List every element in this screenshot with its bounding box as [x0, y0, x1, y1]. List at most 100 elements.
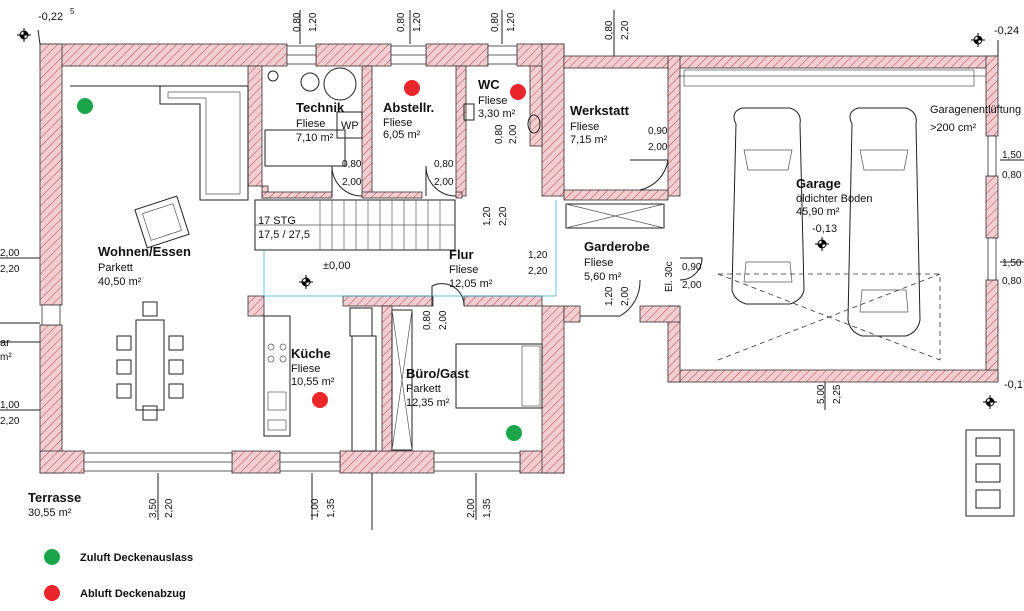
room-floor-abstell: Fliese — [383, 117, 412, 129]
room-floor-kueche: Fliese — [291, 363, 320, 375]
dim-gar-b: 2,00 — [682, 280, 702, 291]
exhaust-dot-wc — [510, 84, 526, 100]
dim-tech-a: 0,80 — [342, 159, 362, 170]
garage-vent-area: >200 cm² — [930, 122, 976, 134]
dim-flur2-b: 2,20 — [528, 266, 548, 277]
dim-top2a: 0,80 — [396, 12, 407, 32]
dim-abst-a: 0,80 — [434, 159, 454, 170]
doors — [331, 159, 703, 317]
dim-gard-a: 1,20 — [604, 286, 615, 306]
dim-bot1a: 3,50 — [148, 498, 159, 518]
level-marker-top-left — [17, 28, 31, 42]
dimension-labels: 0,80 1,20 0,80 1,20 0,80 1,20 0,80 2,20 … — [0, 12, 1022, 518]
room-area-technik: 7,10 m² — [296, 132, 334, 144]
dim-flur-a: 1,20 — [482, 206, 493, 226]
level-marker-top-right — [971, 33, 985, 47]
supply-dot-buero — [506, 425, 522, 441]
dim-top1a: 0,80 — [292, 12, 303, 32]
legend-supply-dot — [44, 549, 60, 565]
dim-gard-b: 2,00 — [620, 286, 631, 306]
room-area-garderobe: 5,60 m² — [584, 271, 622, 283]
legend-exhaust-dot — [44, 585, 60, 601]
guide-lines — [0, 10, 1024, 530]
windows — [41, 45, 997, 472]
level-top-left: -0,22 — [38, 11, 63, 23]
dim-werk-b: 2,00 — [648, 142, 668, 153]
room-name-flur: Flur — [449, 247, 474, 262]
dim-kue-b: 2,00 — [438, 310, 449, 330]
level-marker-right — [983, 395, 997, 409]
stairs-ratio: 17,5 / 27,5 — [258, 229, 310, 241]
level-markers — [17, 28, 997, 409]
dim-left2b: 2,20 — [0, 416, 20, 427]
dim-left2a: 1,00 — [0, 400, 20, 411]
dim-bot2a: 1,00 — [310, 498, 321, 518]
level-top-right: -0,24 — [994, 25, 1019, 37]
room-tag-technik: WP — [341, 120, 359, 132]
dim-right1a: 1,50 — [1002, 150, 1022, 161]
dim-garage-a: 5,00 — [816, 384, 827, 404]
room-floor-wohnen: Parkett — [98, 262, 133, 274]
level-zero: ±0,00 — [323, 260, 350, 272]
room-name-kueche: Küche — [291, 346, 331, 361]
dim-wc-a: 0,80 — [494, 124, 505, 144]
level-garage: -0,13 — [812, 223, 837, 235]
dim-werk-a: 0,90 — [648, 126, 668, 137]
room-area-wc: 3,30 m² — [478, 108, 516, 120]
room-floor-werkstatt: Fliese — [570, 121, 599, 133]
level-marker-zero — [299, 275, 313, 289]
room-name-wc: WC — [478, 77, 500, 92]
dim-gard-e: El. 30c — [664, 261, 675, 292]
furniture — [70, 67, 1015, 517]
legend: Zuluft Deckenauslass Abluft Deckenabzug — [80, 552, 193, 600]
dim-top3b: 1,20 — [506, 12, 517, 32]
room-area-werkstatt: 7,15 m² — [570, 134, 608, 146]
room-labels: Wohnen/Essen Parkett 40,50 m² Technik Fl… — [0, 77, 1021, 519]
dim-top4a: 0,80 — [604, 20, 615, 40]
dim-flur-b: 2,20 — [498, 206, 509, 226]
dim-left1a: 2,00 — [0, 248, 20, 259]
room-area-kueche: 10,55 m² — [291, 376, 335, 388]
room-name-werkstatt: Werkstatt — [570, 103, 630, 118]
level-top-left-sup: 5 — [70, 7, 75, 16]
dim-top3a: 0,80 — [490, 12, 501, 32]
garage-vent-note: Garagenentlüftung — [930, 104, 1021, 116]
stairs — [254, 199, 456, 251]
cut-label-left-unit: m² — [0, 352, 12, 363]
level-right-mid: -0,17 — [1004, 379, 1024, 391]
room-name-garage: Garage — [796, 176, 841, 191]
room-name-garderobe: Garderobe — [584, 239, 650, 254]
room-area-terrasse: 30,55 m² — [28, 507, 72, 519]
dim-abst-b: 2,00 — [434, 177, 454, 188]
dim-garage-b: 2,25 — [832, 384, 843, 404]
room-floor-garderobe: Fliese — [584, 257, 613, 269]
dim-top1b: 1,20 — [308, 12, 319, 32]
room-area-abstell: 6,05 m² — [383, 129, 421, 141]
dim-bot3a: 2,00 — [466, 498, 477, 518]
stairs-count: 17 STG — [258, 215, 296, 227]
room-name-terrasse: Terrasse — [28, 490, 81, 505]
dim-top4b: 2,20 — [620, 20, 631, 40]
dim-kue-a: 0,80 — [422, 310, 433, 330]
exhaust-dot-abstell — [404, 80, 420, 96]
room-floor-technik: Fliese — [296, 118, 325, 130]
room-area-flur: 12,05 m² — [449, 278, 493, 290]
level-labels: -0,22 5 -0,24 ±0,00 -0,13 -0,17 — [38, 7, 1024, 391]
dim-gar-a: 0,90 — [682, 262, 702, 273]
dim-right2b: 0,80 — [1002, 276, 1022, 287]
room-floor-garage: öldichter Boden — [796, 193, 872, 205]
room-area-garage: 45,90 m² — [796, 206, 840, 218]
dim-bot1b: 2,20 — [164, 498, 175, 518]
room-name-abstell: Abstellr. — [383, 100, 434, 115]
dim-flur2-a: 1,20 — [528, 250, 548, 261]
dim-left1b: 2,20 — [0, 264, 20, 275]
dim-wc-b: 2,00 — [508, 124, 519, 144]
dim-right1b: 0,80 — [1002, 170, 1022, 181]
dim-bot3b: 1,35 — [482, 498, 493, 518]
dim-bot2b: 1,35 — [326, 498, 337, 518]
room-floor-wc: Fliese — [478, 95, 507, 107]
level-marker-garage — [815, 237, 829, 251]
room-area-wohnen: 40,50 m² — [98, 276, 142, 288]
room-name-wohnen: Wohnen/Essen — [98, 244, 191, 259]
